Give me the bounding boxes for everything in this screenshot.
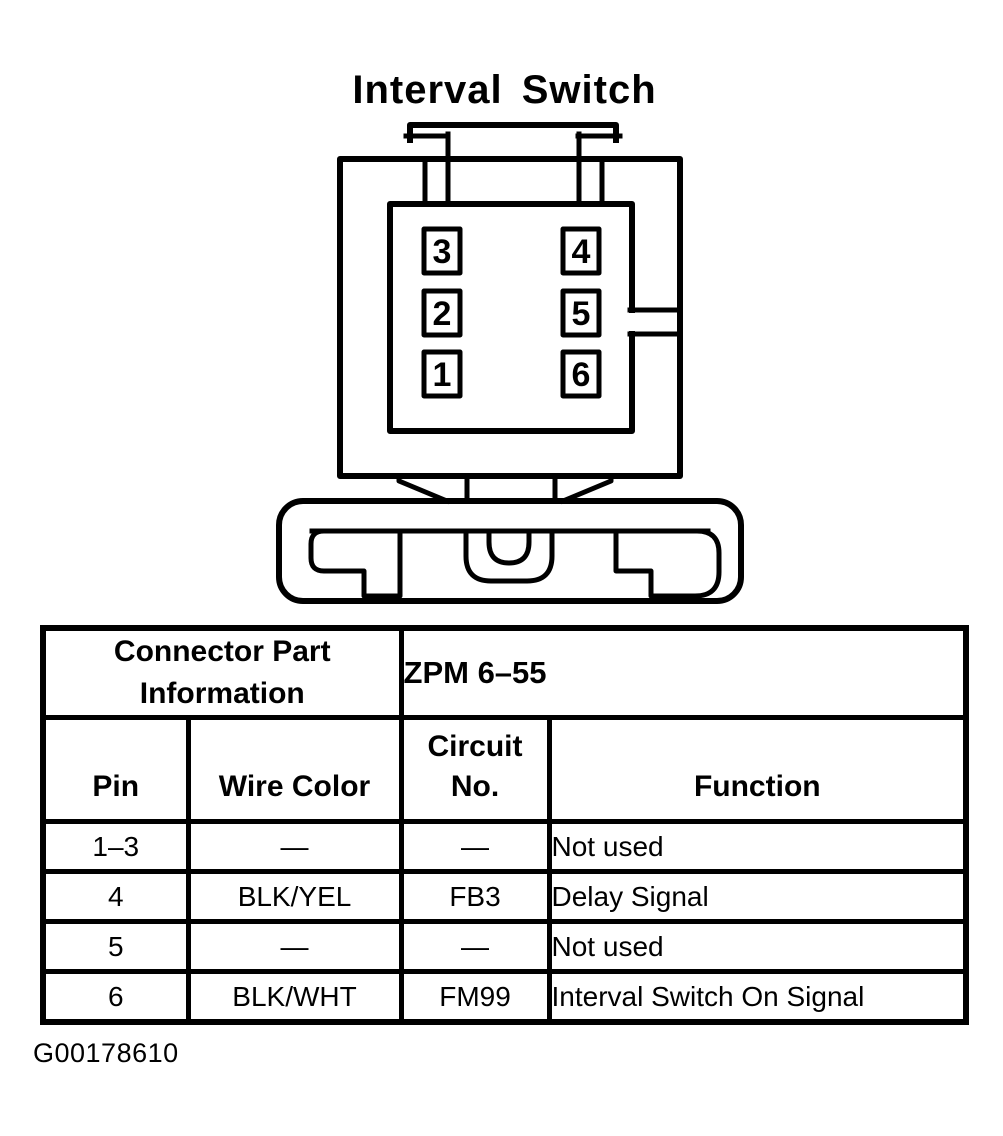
column-header-pin: Pin — [40, 715, 191, 824]
locking-tabs — [422, 159, 605, 207]
column-header-wire-color: Wire Color — [185, 715, 404, 824]
diagram-title: Interval Switch — [352, 68, 657, 112]
side-slot — [627, 307, 681, 337]
part-info-line2: Information — [139, 677, 305, 710]
column-header-function: Function — [546, 715, 969, 824]
pin-number: 3 — [433, 233, 452, 271]
table-row: 6 BLK/WHT FM99 Interval Switch On Signal — [40, 969, 969, 1025]
part-info-cell: Connector Part Information — [40, 625, 404, 720]
table-row: 5 — — Not used — [40, 919, 969, 974]
pin-cavity — [560, 288, 602, 338]
hat-bar — [407, 122, 619, 143]
bracket-center-u-outer — [463, 528, 555, 584]
mounting-bracket — [276, 498, 744, 604]
pin-cell: 5 — [40, 919, 191, 974]
pin-number: 6 — [572, 356, 591, 394]
column-header-circuit-no: Circuit No. — [398, 715, 552, 824]
pin-number: 1 — [433, 356, 452, 394]
pin-grid: 3 4 2 5 1 6 — [421, 226, 602, 399]
pin-number: 2 — [433, 295, 452, 333]
bracket-right-cutout — [613, 528, 722, 599]
connector-diagram: 3 4 2 5 1 6 — [276, 122, 744, 604]
function-cell: Not used — [546, 919, 969, 974]
bracket-outline — [276, 498, 744, 604]
wire-color-cell: BLK/YEL — [185, 869, 404, 924]
table-row: 4 BLK/YEL FB3 Delay Signal — [40, 869, 969, 924]
part-number-cell: ZPM 6–55 — [398, 625, 969, 720]
pin-cavity — [560, 226, 602, 276]
bracket-struts — [396, 473, 614, 505]
part-info-line1: Connector Part — [113, 635, 331, 668]
function-cell: Delay Signal — [546, 869, 969, 924]
table-header-part-info: Connector Part Information ZPM 6–55 — [40, 625, 969, 720]
circuit-no-cell: — — [398, 819, 552, 874]
pin-cell: 4 — [40, 869, 191, 924]
table-row: 1–3 — — Not used — [40, 819, 969, 874]
pin-cavity — [421, 288, 463, 338]
figure-id: G00178610 — [33, 1038, 179, 1068]
wire-color-cell: BLK/WHT — [185, 969, 404, 1025]
pin-cell: 6 — [40, 969, 191, 1025]
circuit-no-cell: FM99 — [398, 969, 552, 1025]
circuit-no-cell: — — [398, 919, 552, 974]
connector-pinout-table: Connector Part Information ZPM 6–55 Pin … — [40, 625, 970, 1025]
function-cell: Interval Switch On Signal — [546, 969, 969, 1025]
slot-gap — [627, 313, 637, 331]
pin-cavity — [421, 226, 463, 276]
circuit-no-cell: FB3 — [398, 869, 552, 924]
pin-number: 5 — [572, 295, 591, 333]
wire-color-cell: — — [185, 819, 404, 874]
wire-color-cell: — — [185, 919, 404, 974]
pin-number: 4 — [572, 233, 591, 271]
bracket-center-u-inner — [486, 528, 532, 566]
function-cell: Not used — [546, 819, 969, 874]
pin-cavity — [421, 349, 463, 399]
bracket-left-cutout — [308, 528, 403, 599]
table-column-headers: Pin Wire Color Circuit No. Function — [40, 715, 969, 824]
outer-housing — [337, 156, 683, 479]
pin-cell: 1–3 — [40, 819, 191, 874]
pin-cavity — [560, 349, 602, 399]
